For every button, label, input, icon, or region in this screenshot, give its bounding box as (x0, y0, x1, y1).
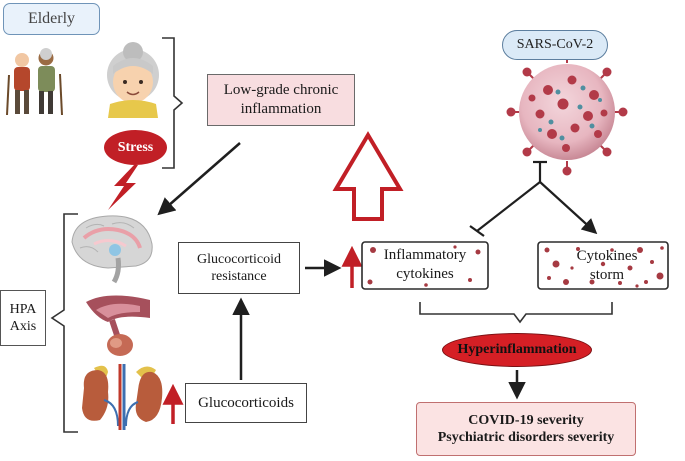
elderly-label: Elderly (3, 3, 100, 35)
cytokine-dots-small (367, 245, 481, 287)
brain-icon (71, 215, 153, 284)
glucocorticoids-text: Glucocorticoids (198, 394, 294, 411)
gluco-res-line2: resistance (211, 269, 267, 284)
elderly-brace (162, 37, 184, 169)
virus-icon (506, 48, 628, 176)
inflammatory-cytokines-frame (361, 241, 489, 290)
cytokines-brace (419, 302, 613, 324)
inflam-line2: cytokines (396, 266, 454, 282)
stress-badge: Stress (104, 130, 167, 165)
covid-severity-text: COVID-19 severity (468, 412, 584, 428)
hpa-line2: Axis (9, 319, 37, 334)
cytokines-storm-label: Cytokines storm (552, 244, 662, 288)
elderly-couple-icon (6, 48, 63, 116)
sars-cov-2-label: SARS-CoV-2 (502, 30, 608, 60)
arrow-inflammation-to-hpa (157, 142, 241, 216)
big-up-arrow (332, 131, 404, 221)
hpa-axis-box: HPA Axis (0, 290, 46, 346)
sars-text: SARS-CoV-2 (516, 37, 594, 53)
adrenal-kidneys-icon (82, 364, 163, 430)
stress-text: Stress (117, 139, 154, 155)
gluco-res-line1: Glucocorticoid (197, 251, 281, 267)
hyperinflammation-badge: Hyperinflammation (442, 333, 592, 367)
storm-line2: storm (589, 267, 625, 283)
elderly-text: Elderly (27, 10, 76, 27)
severity-outcome-box: COVID-19 severity Psychiatric disorders … (416, 402, 636, 456)
low-grade-line1: Low-grade chronic (223, 82, 339, 99)
psychiatric-severity-text: Psychiatric disorders severity (437, 430, 615, 445)
glucocorticoid-resistance-box: Glucocorticoid resistance (178, 242, 300, 294)
low-grade-line2: inflammation (240, 101, 322, 117)
hpa-line1: HPA (9, 301, 37, 317)
inflam-line1: Inflammatory (383, 247, 467, 264)
storm-line1: Cytokines (576, 248, 638, 265)
pituitary-gland-icon (86, 295, 150, 356)
low-grade-inflammation-box: Low-grade chronic inflammation (207, 74, 355, 126)
inflammatory-cytokines-label: Inflammatory cytokines (364, 243, 486, 287)
grandmother-icon (107, 42, 159, 118)
hyper-text: Hyperinflammation (457, 342, 577, 358)
virus-branch-connector (469, 160, 598, 237)
glucocorticoids-box: Glucocorticoids (185, 383, 307, 423)
lightning-icon (108, 165, 138, 210)
cytokine-dots-storm (544, 246, 664, 288)
hpa-bracket (50, 213, 78, 433)
